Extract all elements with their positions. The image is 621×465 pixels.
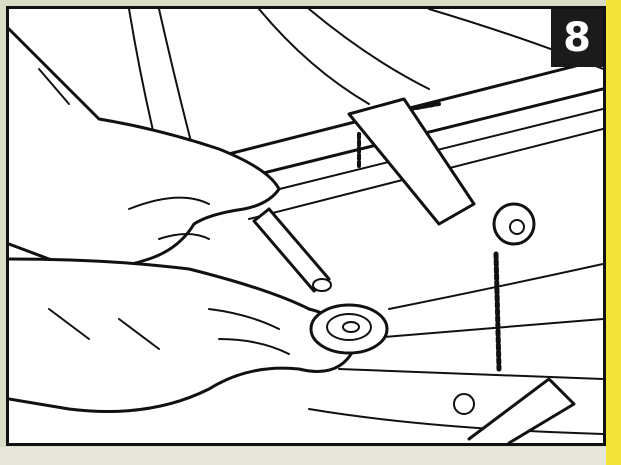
illustration-panel: 8 bbox=[6, 6, 606, 446]
step-number-badge: 8 bbox=[551, 9, 603, 67]
page-edge-yellow bbox=[606, 0, 621, 465]
page-bottom-strip bbox=[0, 447, 606, 465]
bicycle-chain-repair-icon bbox=[9, 9, 603, 443]
